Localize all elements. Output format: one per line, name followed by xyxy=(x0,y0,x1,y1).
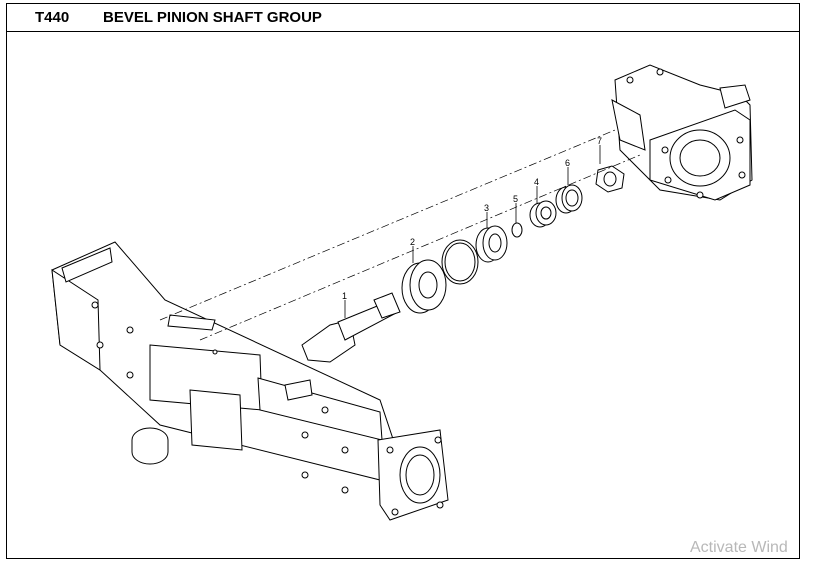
callout-6: 6 xyxy=(565,158,570,168)
callout-labels: 1 2 3 5 4 6 7 xyxy=(342,136,602,301)
axle-housing xyxy=(51,241,449,521)
callout-5: 5 xyxy=(513,194,518,204)
nut-part-7 xyxy=(595,165,625,193)
page-frame: T440 BEVEL PINION SHAFT GROUP xyxy=(6,3,800,559)
callout-2: 2 xyxy=(410,237,415,247)
callout-4: 4 xyxy=(534,177,539,187)
pinion-shaft-part-1 xyxy=(301,292,401,363)
callout-3: 3 xyxy=(484,203,489,213)
bearing-part-2 xyxy=(401,259,447,314)
final-drive-housing xyxy=(611,64,753,201)
activation-watermark: Activate Wind xyxy=(690,539,788,556)
washer-part-5 xyxy=(511,222,523,238)
page-title: BEVEL PINION SHAFT GROUP xyxy=(103,9,322,26)
bearing-part-4 xyxy=(529,200,557,228)
callout-7: 7 xyxy=(597,136,602,146)
o-ring xyxy=(441,239,479,285)
callout-1: 1 xyxy=(342,291,347,301)
title-bar: T440 BEVEL PINION SHAFT GROUP xyxy=(7,4,799,32)
spacer-part-6 xyxy=(555,184,583,214)
bearing-part-3 xyxy=(475,225,508,263)
part-group-code: T440 xyxy=(35,9,70,26)
